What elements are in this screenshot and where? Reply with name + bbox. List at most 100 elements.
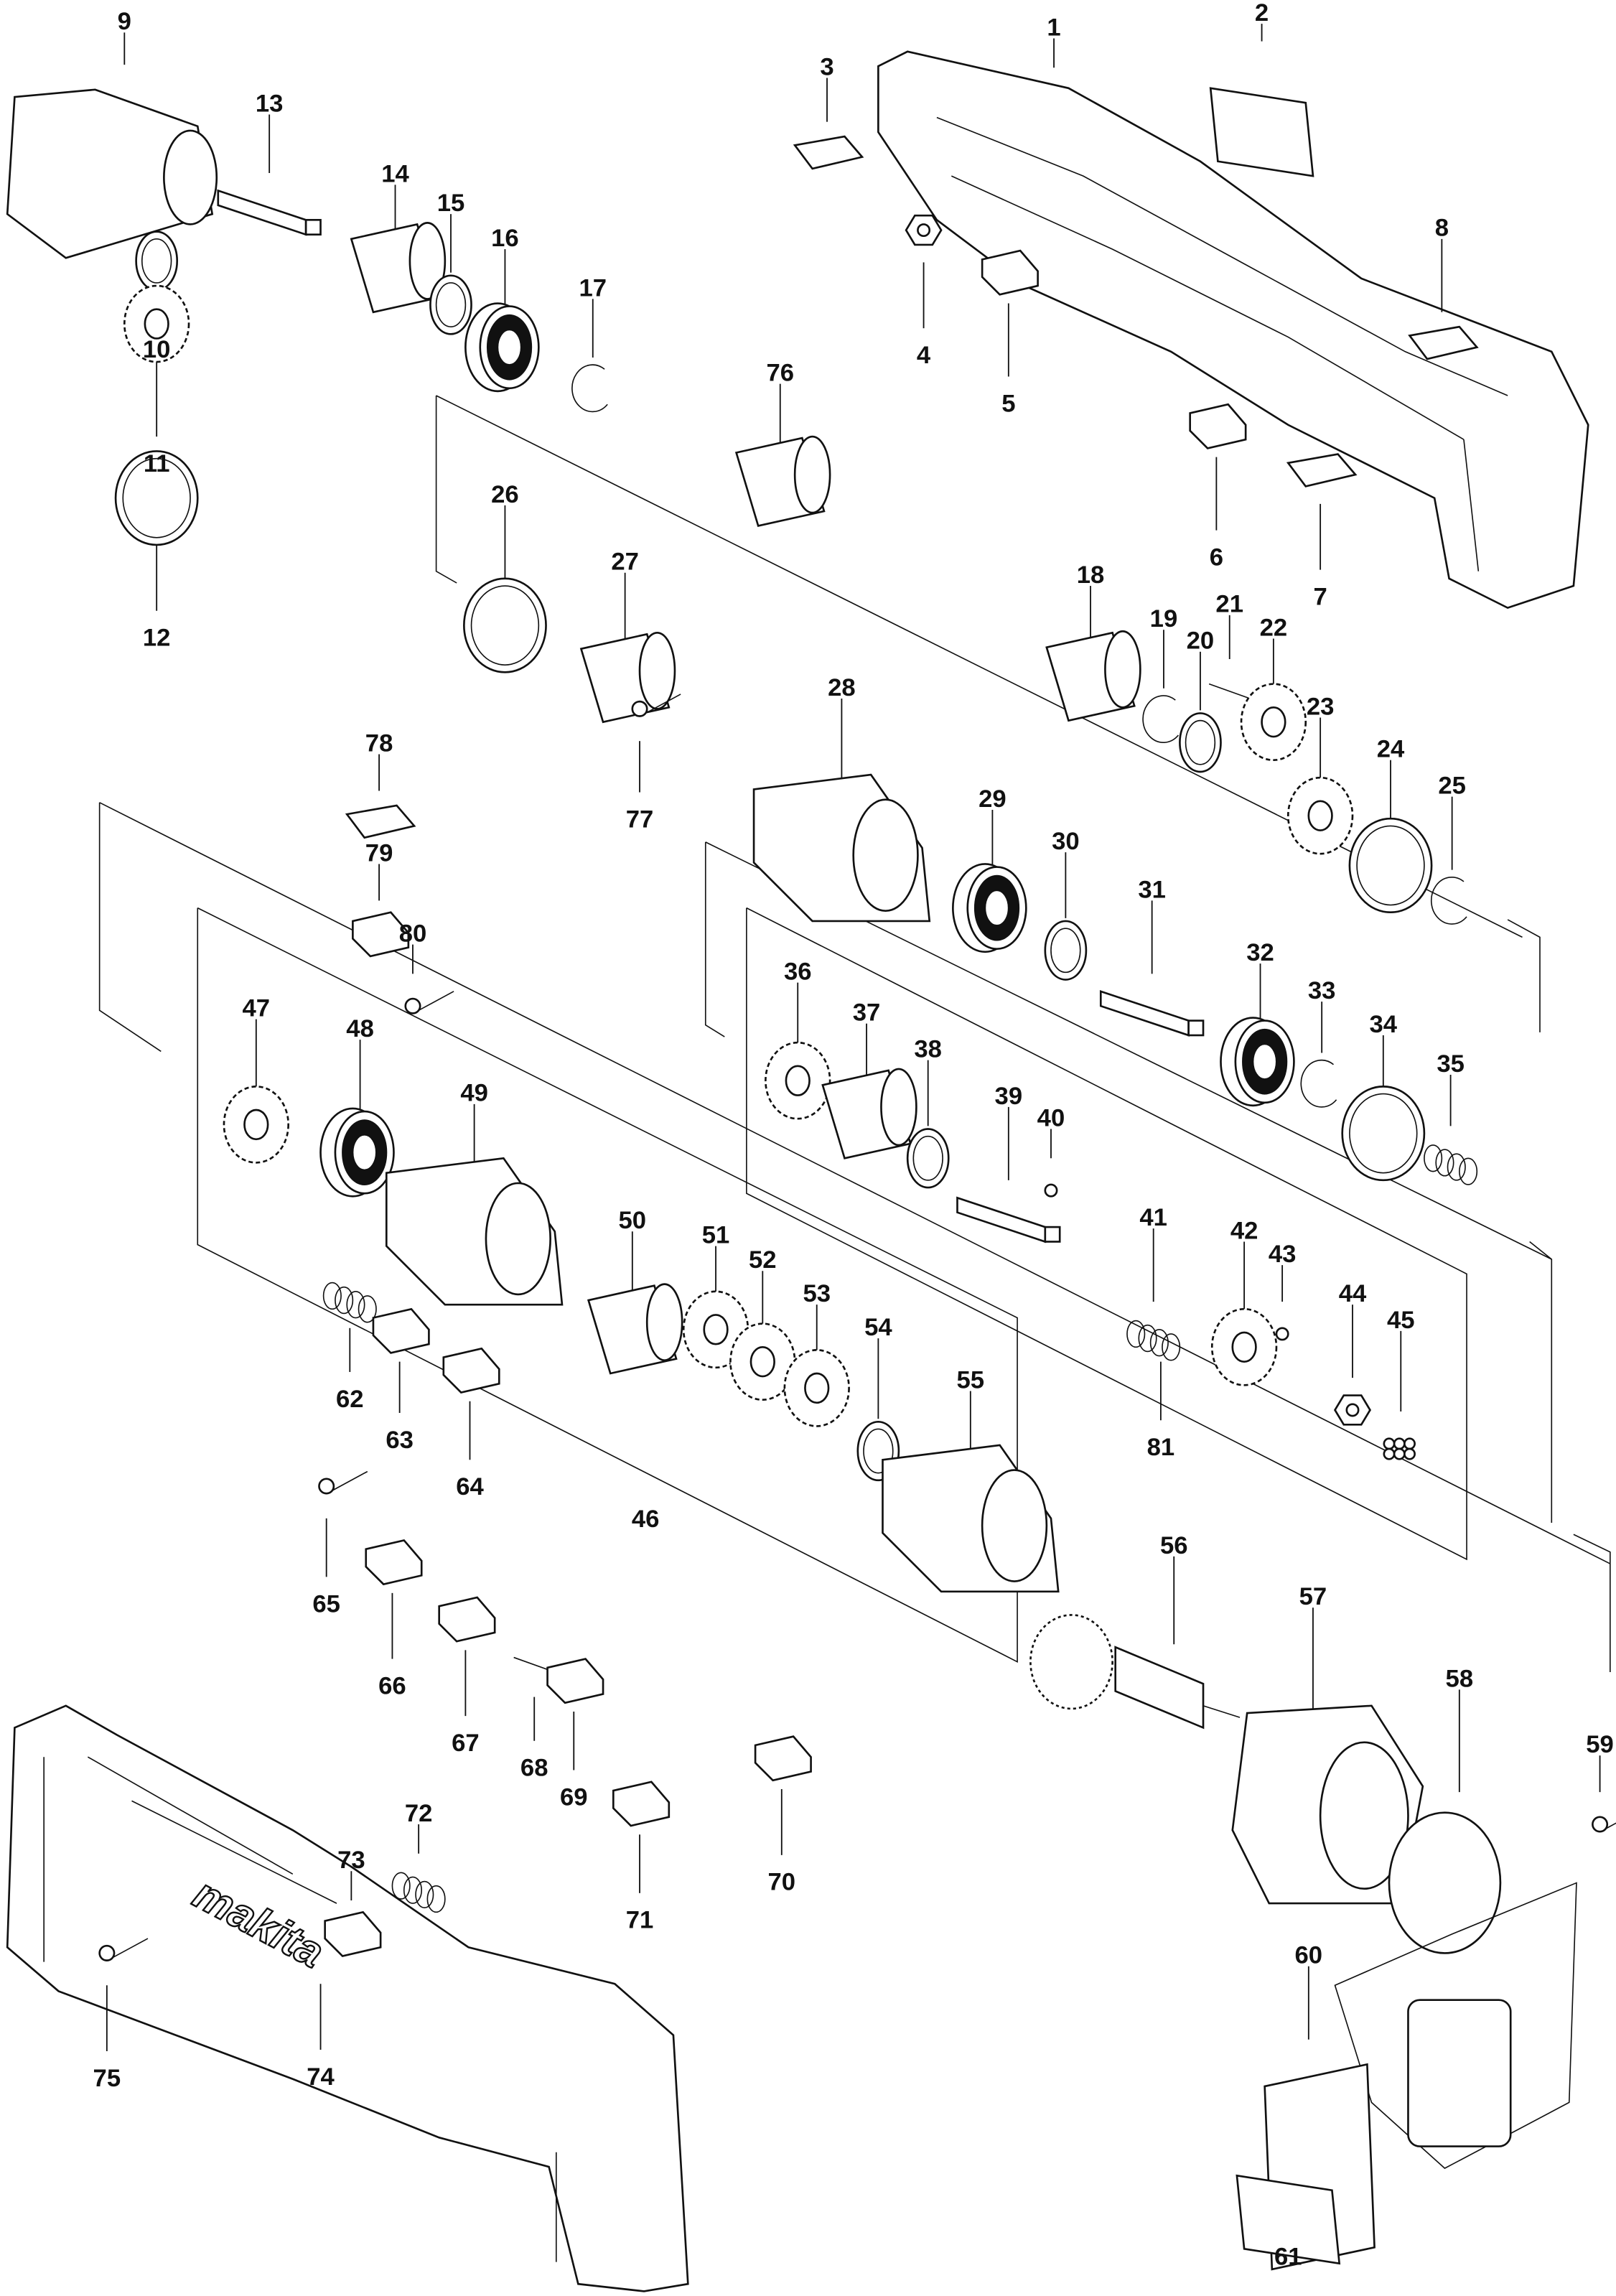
part-42 <box>1210 1241 1278 1386</box>
part-40 <box>1044 1129 1058 1198</box>
part-number-label: 48 <box>346 1015 374 1042</box>
part-6 <box>1189 403 1247 531</box>
part-24 <box>1348 760 1433 914</box>
part-29 <box>952 810 1027 953</box>
part-43 <box>1275 1265 1289 1341</box>
part-shape-62 <box>322 1282 377 1323</box>
part-37 <box>821 1023 917 1159</box>
part-12 <box>114 450 199 611</box>
part-number-label: 80 <box>399 920 427 948</box>
part-number-label: 75 <box>93 2065 121 2092</box>
part-shape-72 <box>391 1872 446 1913</box>
part-30 <box>1044 852 1088 981</box>
part-19 <box>1142 630 1179 743</box>
part-number-label: 56 <box>1160 1532 1188 1559</box>
part-36 <box>765 982 831 1120</box>
part-number-label: 34 <box>1370 1011 1398 1038</box>
part-shape-38 <box>906 1128 950 1189</box>
gearbox-group-edge <box>436 395 1523 938</box>
part-shape-21 <box>1208 683 1251 699</box>
part-number-label: 6 <box>1210 543 1223 571</box>
part-15 <box>429 214 472 335</box>
part-62 <box>322 1282 377 1372</box>
part-56 <box>1029 1556 1241 1730</box>
part-number-label: 63 <box>386 1427 414 1454</box>
part-number-label: 42 <box>1230 1217 1258 1244</box>
part-number-label: 21 <box>1215 591 1243 618</box>
part-shape-56 <box>1029 1614 1241 1730</box>
part-20 <box>1179 651 1222 773</box>
part-76 <box>734 383 831 528</box>
anvil-group-outline <box>704 841 725 1037</box>
part-number-label: 9 <box>118 8 131 35</box>
part-16 <box>464 249 540 393</box>
part-shape-59 <box>1592 1816 1616 1833</box>
part-shape-44 <box>1333 1394 1372 1426</box>
part-8 <box>1408 238 1479 360</box>
part-shape-3 <box>793 135 864 170</box>
part-number-label: 79 <box>365 839 393 867</box>
part-7 <box>1286 453 1358 570</box>
part-77 <box>631 694 681 793</box>
part-shape-45 <box>1383 1437 1416 1460</box>
part-number-label: 52 <box>749 1246 777 1274</box>
part-shape-39 <box>956 1196 1061 1243</box>
part-shape-50 <box>587 1283 683 1375</box>
part-number-label: 41 <box>1139 1204 1167 1231</box>
part-shape-40 <box>1044 1183 1058 1198</box>
part-shape-22 <box>1240 683 1307 762</box>
part-number-label: 55 <box>957 1366 985 1394</box>
part-number-label: 44 <box>1339 1280 1367 1307</box>
part-31 <box>1099 900 1205 1037</box>
part-shape-25 <box>1430 877 1467 925</box>
part-number-label: 36 <box>784 958 812 986</box>
part-number-label: 13 <box>256 90 284 117</box>
part-72 <box>391 1824 446 1913</box>
motor-group-right <box>1573 1534 1611 1672</box>
part-number-label: 19 <box>1150 605 1178 633</box>
part-53 <box>783 1305 850 1427</box>
part-21 <box>1208 615 1251 699</box>
part-35 <box>1424 1075 1478 1185</box>
part-number-label: 30 <box>1052 828 1080 855</box>
part-shape-58 <box>1334 1811 1577 2170</box>
part-79 <box>352 864 410 958</box>
part-number-label: 53 <box>803 1280 831 1307</box>
part-63 <box>372 1307 430 1414</box>
part-13 <box>217 114 322 236</box>
part-27 <box>579 572 676 724</box>
part-number-label: 8 <box>1435 215 1449 242</box>
part-number-label: 20 <box>1187 627 1215 655</box>
part-shape-57 <box>1231 1704 1424 1905</box>
part-shape-31 <box>1099 989 1205 1037</box>
part-shape-35 <box>1424 1144 1478 1185</box>
part-shape-34 <box>1341 1086 1426 1182</box>
part-34 <box>1341 1035 1426 1182</box>
part-number-label: 60 <box>1295 1942 1323 1969</box>
part-number-label: 26 <box>491 481 519 508</box>
part-number-label: 23 <box>1307 693 1335 720</box>
part-shape-28 <box>752 773 931 923</box>
part-shape-10 <box>135 230 179 291</box>
part-shape-53 <box>783 1349 850 1427</box>
part-number-label: 74 <box>307 2063 335 2091</box>
part-number-label: 28 <box>828 674 856 701</box>
group-46-outline <box>197 907 1018 1663</box>
part-9 <box>6 32 218 259</box>
part-number-label: 70 <box>768 1869 796 1896</box>
part-number-label: 61 <box>1274 2244 1302 2271</box>
motor-group-edge <box>99 802 1611 1564</box>
part-number-label: 39 <box>995 1083 1023 1110</box>
part-shape-26 <box>463 577 547 673</box>
part-shape-32 <box>1220 1017 1295 1107</box>
part-number-label: 50 <box>619 1207 647 1234</box>
part-23 <box>1286 717 1354 855</box>
part-number-label: 54 <box>864 1314 892 1341</box>
part-number-label: 45 <box>1387 1307 1415 1334</box>
part-26 <box>463 505 547 673</box>
part-64 <box>442 1347 500 1460</box>
group-81-outline <box>746 907 1467 1561</box>
part-50 <box>587 1231 683 1375</box>
part-number-labels: 1234567891011121314151617181920212223242… <box>93 0 1614 2271</box>
part-shape-69 <box>546 1658 604 1704</box>
